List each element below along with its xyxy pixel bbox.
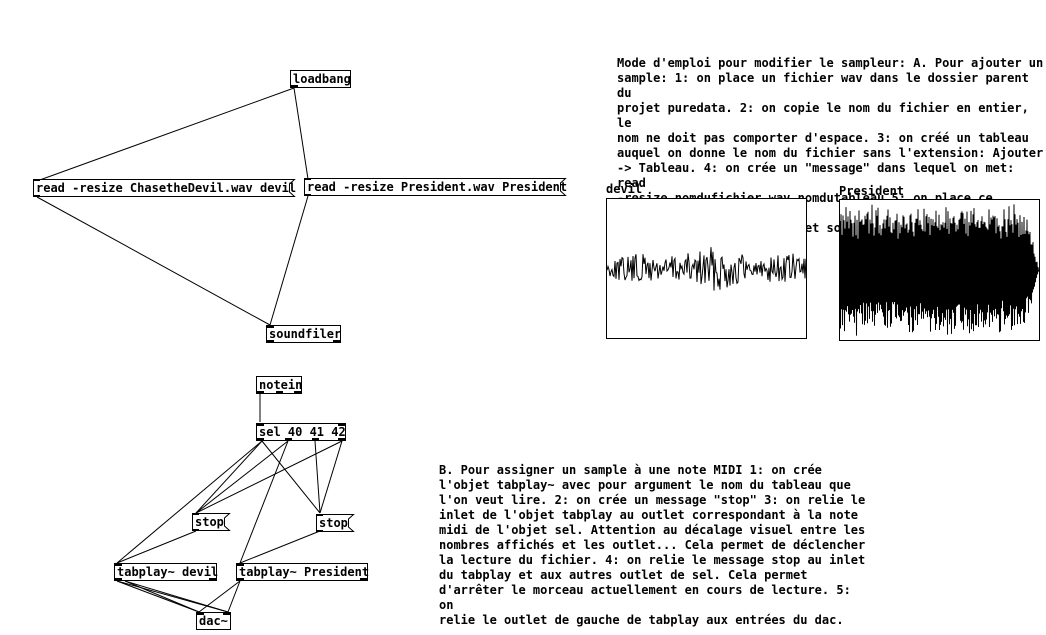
cord-stop-right-tabplay-president xyxy=(239,530,321,564)
stop-right-outlet[interactable] xyxy=(316,530,323,532)
loadbang-label: loadbang xyxy=(293,72,351,86)
sel-outlet-3[interactable] xyxy=(312,438,319,440)
cord-tabplay-devil-dac-r2 xyxy=(124,580,229,613)
cord-tabplay-president-dac-l xyxy=(198,580,241,613)
read-devil-inlet[interactable] xyxy=(33,179,40,181)
soundfiler-inlet[interactable] xyxy=(267,326,274,328)
read-president-message[interactable]: read -resize President.wav President xyxy=(304,178,568,196)
cord-loadbang-read-devil xyxy=(36,87,295,182)
instructions-comment-b[interactable]: B. Pour assigner un sample à une note MI… xyxy=(439,463,866,627)
read-president-inlet[interactable] xyxy=(304,178,311,180)
stop-right-message[interactable]: stop xyxy=(316,514,355,532)
read-president-label: read -resize President.wav President xyxy=(307,180,568,194)
cord-sel-stop-left-b xyxy=(195,440,289,514)
array-president-graph[interactable] xyxy=(839,199,1040,341)
tabplay-devil-outlet-right[interactable] xyxy=(209,578,216,580)
tabplay-president-inlet[interactable] xyxy=(237,564,244,566)
tabplay-devil-inlet[interactable] xyxy=(115,564,122,566)
tabplay-president-outlet-right[interactable] xyxy=(360,578,367,580)
sel-inlet-right[interactable] xyxy=(338,424,345,426)
notein-outlet-3[interactable] xyxy=(294,391,301,393)
cord-sel-stop-right-b xyxy=(314,440,321,514)
read-president-outlet[interactable] xyxy=(304,194,311,196)
sel-object[interactable]: sel 40 41 42 xyxy=(256,423,346,441)
dac-label: dac~ xyxy=(199,614,228,628)
sel-label: sel 40 41 42 xyxy=(259,425,346,439)
cord-sel-stop-left-a xyxy=(195,440,263,514)
notein-outlet-2[interactable] xyxy=(276,391,283,393)
devil-waveform xyxy=(607,247,806,291)
array-devil-name: devil xyxy=(606,182,643,196)
tabplay-president-outlet-left[interactable] xyxy=(237,578,244,580)
stop-left-outlet[interactable] xyxy=(192,529,199,531)
cord-sel-tabplay-devil xyxy=(116,440,263,564)
dac-inlet-right[interactable] xyxy=(223,613,230,615)
soundfiler-object[interactable]: soundfiler xyxy=(266,325,341,343)
array-devil-graph[interactable] xyxy=(606,198,807,339)
stop-right-label: stop xyxy=(319,516,348,530)
cord-sel-stop-right-c xyxy=(319,440,343,514)
tabplay-devil-outlet-left[interactable] xyxy=(115,578,122,580)
cord-stop-left-tabplay-devil xyxy=(116,530,197,564)
cord-loadbang-read-president xyxy=(293,87,309,180)
cord-tabplay-president-dac-r xyxy=(227,580,241,613)
cord-read-devil-soundfiler xyxy=(36,196,271,326)
notein-object[interactable]: notein xyxy=(256,376,302,394)
soundfiler-outlet-right[interactable] xyxy=(333,340,340,342)
cord-tabplay-devil-dac-l2 xyxy=(124,580,200,613)
soundfiler-outlet-left[interactable] xyxy=(267,340,274,342)
tabplay-president-object[interactable]: tabplay~ President xyxy=(236,563,370,581)
notein-label: notein xyxy=(259,378,303,392)
sel-outlet-1[interactable] xyxy=(257,438,264,440)
cord-sel-stop-right-a xyxy=(261,440,321,514)
cord-sel-tabplay-president xyxy=(239,440,289,564)
stop-left-message[interactable]: stop xyxy=(192,513,231,531)
stop-right-inlet[interactable] xyxy=(316,514,323,516)
dac-object[interactable]: dac~ xyxy=(196,612,231,630)
tabplay-devil-label: tabplay~ devil xyxy=(117,565,219,579)
array-president-name: President xyxy=(839,184,905,198)
president-waveform xyxy=(840,204,1039,336)
sel-outlet-4[interactable] xyxy=(338,438,345,440)
sel-outlet-2[interactable] xyxy=(285,438,292,440)
cord-tabplay-devil-dac-l xyxy=(116,580,200,613)
loadbang-object[interactable]: loadbang xyxy=(290,70,351,88)
tabplay-devil-object[interactable]: tabplay~ devil xyxy=(114,563,219,581)
stop-left-inlet[interactable] xyxy=(192,513,199,515)
read-devil-message[interactable]: read -resize ChasetheDevil.wav devil xyxy=(33,179,297,197)
read-devil-label: read -resize ChasetheDevil.wav devil xyxy=(36,181,297,195)
sel-inlet-left[interactable] xyxy=(257,424,264,426)
cord-read-president-soundfiler xyxy=(269,195,309,326)
notein-outlet-1[interactable] xyxy=(257,391,264,393)
dac-inlet-left[interactable] xyxy=(197,613,204,615)
read-devil-outlet[interactable] xyxy=(33,195,40,197)
loadbang-outlet[interactable] xyxy=(291,85,298,87)
stop-left-label: stop xyxy=(195,515,224,529)
soundfiler-label: soundfiler xyxy=(269,327,342,341)
cord-sel-stop-left-c xyxy=(195,440,343,514)
tabplay-president-label: tabplay~ President xyxy=(239,565,370,579)
